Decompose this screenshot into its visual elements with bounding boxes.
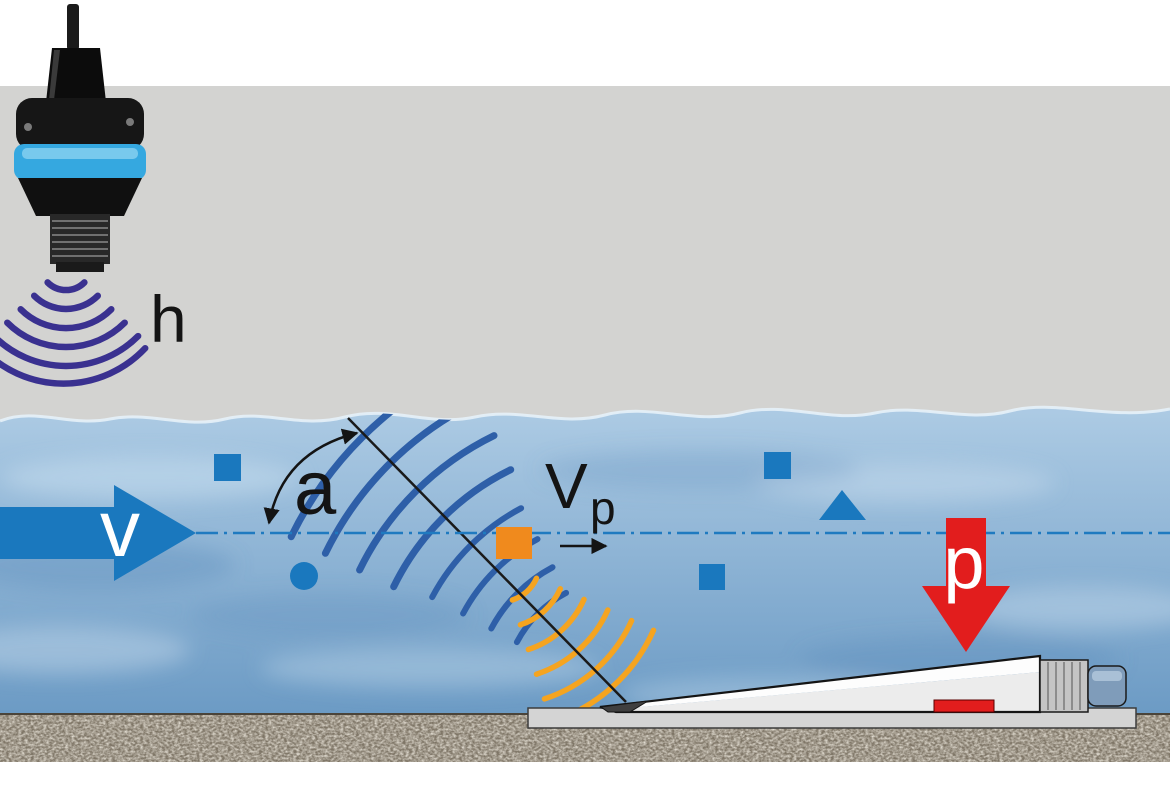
- doppler-sensor-assembly: [527, 654, 1137, 729]
- sensor-cable: [67, 4, 79, 50]
- particle-square: [764, 452, 791, 479]
- tracked-particle: [496, 527, 532, 559]
- sensor-housing-bottom: [18, 178, 142, 216]
- level-arc: [44, 279, 88, 294]
- tracked-particle-group: V p: [496, 450, 616, 559]
- wavefront-arc: [525, 596, 587, 653]
- sensor-thread-ridges: [52, 220, 108, 257]
- sensor-transducer-tip: [599, 700, 649, 713]
- label-particle-velocity: V: [545, 450, 588, 522]
- label-pressure: p: [943, 521, 984, 604]
- air-region: [0, 86, 1170, 426]
- wavefront-arc: [509, 575, 540, 603]
- sensor-thread-tip: [56, 262, 104, 272]
- particle-triangle: [819, 490, 866, 520]
- particle-circle: [290, 562, 318, 590]
- sensor-band-highlight: [22, 148, 138, 159]
- sensor-gland-highlight: [49, 50, 60, 100]
- label-level-height: h: [150, 282, 187, 356]
- wavefront-arc: [390, 466, 515, 591]
- wavefront-arc: [517, 586, 564, 628]
- label-flow-velocity: v: [100, 484, 140, 573]
- level-arc: [17, 306, 115, 332]
- wavefront-arc: [429, 505, 525, 601]
- wavefront-arc: [488, 564, 556, 632]
- cable-gland-ridges: [1047, 662, 1081, 710]
- wavefront-arc: [356, 432, 498, 574]
- label-particle-velocity-sub: p: [590, 482, 616, 534]
- sensor-housing-top: [16, 98, 144, 150]
- level-arc: [4, 319, 128, 351]
- flow-arrow-shape: [0, 485, 196, 581]
- waterline-highlight: [0, 405, 1170, 424]
- level-arc: [30, 292, 102, 313]
- label-beam-angle: a: [294, 446, 337, 531]
- sensor-screw-left: [24, 123, 32, 131]
- flow-velocity-arrow: v: [0, 484, 196, 581]
- particle-square: [699, 564, 725, 590]
- ultrasonic-level-sensor: [14, 4, 146, 272]
- sensor-screw-right: [126, 118, 134, 126]
- wavefront-arc: [541, 617, 635, 702]
- sensor-indicator: [933, 699, 995, 713]
- particle-square: [214, 454, 241, 481]
- cable-connector-highlight: [1092, 671, 1122, 681]
- pressure-arrow-group: p: [922, 518, 1010, 652]
- suspended-particles: [214, 452, 866, 590]
- beam-axis-line: [347, 417, 627, 703]
- pressure-arrow-shape: [922, 518, 1010, 652]
- angle-arc: [263, 428, 359, 525]
- sensor-gland: [46, 48, 106, 102]
- level-arc: [0, 332, 142, 370]
- wavefront-arc: [533, 607, 611, 677]
- level-sound-arcs: [0, 279, 149, 387]
- level-arc: [0, 344, 149, 387]
